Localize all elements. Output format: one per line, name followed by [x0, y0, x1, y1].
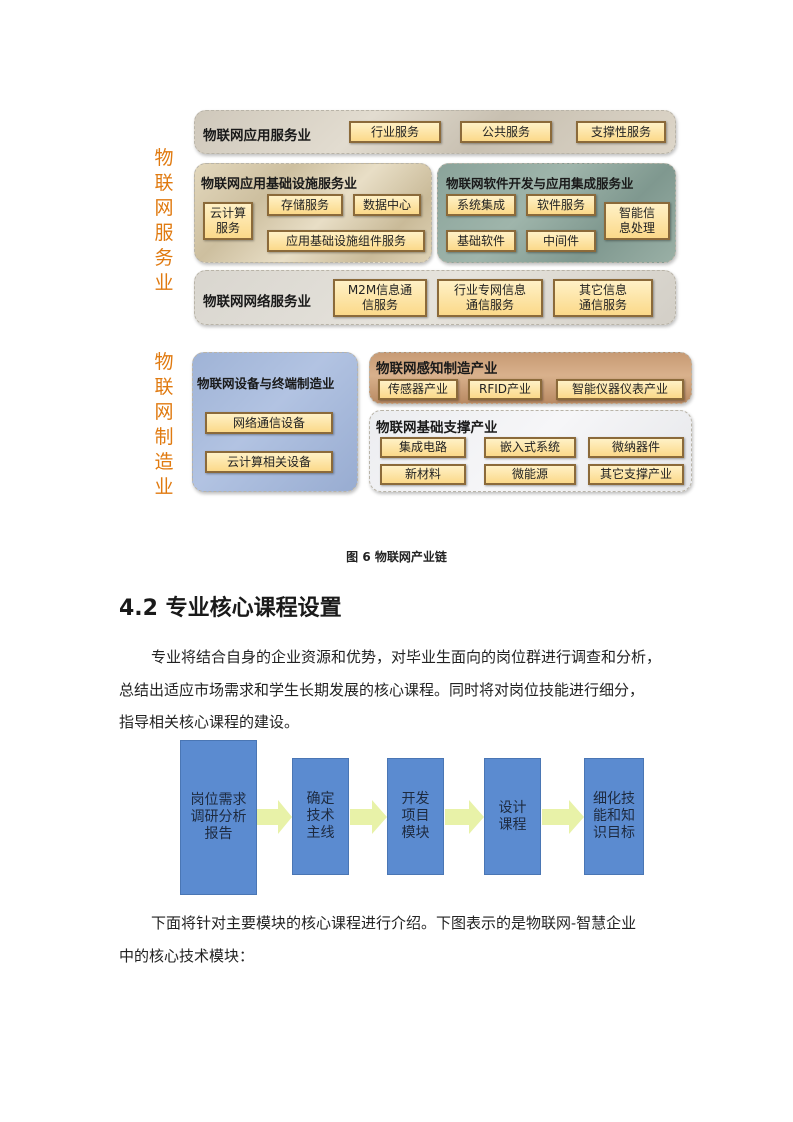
software-service-title: 物联网软件开发与应用集成服务业 — [446, 176, 634, 191]
chip-cloud-service: 云计算 服务 — [203, 202, 253, 240]
chip-other-support: 其它支撑产业 — [588, 464, 684, 485]
flow-step-refine-goals: 细化技 能和知 识目标 — [584, 758, 644, 875]
flow-arrow-2 — [350, 800, 387, 834]
chip-public-service: 公共服务 — [460, 121, 552, 143]
network-service-title: 物联网网络服务业 — [203, 294, 311, 310]
sensor-manufacture-panel: 物联网感知制造产业 传感器产业 RFID产业 智能仪器仪表产业 — [369, 352, 692, 404]
flow-step-tech-mainline: 确定 技术 主线 — [292, 758, 349, 875]
chip-integrated-circuit: 集成电路 — [380, 437, 466, 458]
paragraph-1-line-2: 总结出适应市场需求和学生长期发展的核心课程。同时将对岗位技能进行细分， — [119, 681, 645, 699]
sensor-manufacture-title: 物联网感知制造产业 — [376, 361, 498, 377]
app-service-panel: 物联网应用服务业 行业服务 公共服务 支撑性服务 — [194, 110, 676, 154]
chip-data-center: 数据中心 — [353, 194, 421, 216]
chip-cloud-equipment: 云计算相关设备 — [205, 451, 333, 473]
chip-other-communication-service: 其它信息 通信服务 — [553, 279, 653, 317]
paragraph-2-line-1: 下面将针对主要模块的核心课程进行介绍。下图表示的是物联网-智慧企业 — [151, 914, 637, 932]
device-manufacture-title: 物联网设备与终端制造业 — [197, 376, 335, 391]
chip-base-software: 基础软件 — [446, 230, 516, 252]
chip-support-service: 支撑性服务 — [576, 121, 666, 143]
chip-network-equipment: 网络通信设备 — [205, 412, 333, 434]
figure-caption: 图 6 物联网产业链 — [346, 550, 447, 564]
chip-private-network-service: 行业专网信息 通信服务 — [437, 279, 543, 317]
chip-rfid-industry: RFID产业 — [468, 379, 542, 400]
chip-industry-service: 行业服务 — [349, 121, 441, 143]
chip-sensor-industry: 传感器产业 — [378, 379, 458, 400]
chip-embedded-system: 嵌入式系统 — [484, 437, 576, 458]
network-service-panel: 物联网网络服务业 M2M信息通 信服务 行业专网信息 通信服务 其它信息 通信服… — [194, 270, 676, 325]
paragraph-2-line-2: 中的核心技术模块： — [119, 947, 255, 965]
flow-arrow-3 — [445, 800, 484, 834]
flow-arrow-4 — [542, 800, 584, 834]
paragraph-1-line-3: 指导相关核心课程的建设。 — [119, 713, 300, 731]
base-support-title: 物联网基础支撑产业 — [376, 420, 498, 436]
chip-storage-service: 存储服务 — [267, 194, 343, 216]
chip-middleware: 中间件 — [526, 230, 596, 252]
chip-software-service: 软件服务 — [526, 194, 596, 216]
chip-intelligent-processing: 智能信 息处理 — [604, 202, 670, 240]
service-industry-label: 物 联 网 服 务 业 — [154, 147, 174, 294]
base-support-panel: 物联网基础支撑产业 集成电路 嵌入式系统 微纳器件 新材料 微能源 其它支撑产业 — [369, 410, 692, 492]
chip-micro-energy: 微能源 — [484, 464, 576, 485]
section-heading: 4.2 专业核心课程设置 — [119, 596, 342, 621]
chip-instrument-industry: 智能仪器仪表产业 — [556, 379, 684, 400]
chip-new-materials: 新材料 — [380, 464, 466, 485]
device-manufacture-panel: 物联网设备与终端制造业 网络通信设备 云计算相关设备 — [192, 352, 358, 492]
manufacturing-industry-label: 物 联 网 制 造 业 — [154, 351, 174, 498]
infra-service-panel: 物联网应用基础设施服务业 云计算 服务 存储服务 数据中心 应用基础设施组件服务 — [194, 163, 432, 263]
flow-arrow-1 — [257, 800, 292, 834]
infra-service-title: 物联网应用基础设施服务业 — [201, 177, 358, 192]
app-service-title: 物联网应用服务业 — [203, 128, 311, 144]
chip-micro-nano-device: 微纳器件 — [588, 437, 684, 458]
flow-step-project-modules: 开发 项目 模块 — [387, 758, 444, 875]
software-service-panel: 物联网软件开发与应用集成服务业 系统集成 软件服务 智能信 息处理 基础软件 中… — [437, 163, 676, 263]
chip-infra-components: 应用基础设施组件服务 — [267, 230, 425, 252]
flow-step-job-research: 岗位需求 调研分析 报告 — [180, 740, 257, 895]
chip-m2m-service: M2M信息通 信服务 — [333, 279, 427, 317]
chip-system-integration: 系统集成 — [446, 194, 516, 216]
paragraph-1-line-1: 专业将结合自身的企业资源和优势，对毕业生面向的岗位群进行调查和分析， — [151, 648, 662, 666]
flow-step-design-course: 设计 课程 — [484, 758, 541, 875]
